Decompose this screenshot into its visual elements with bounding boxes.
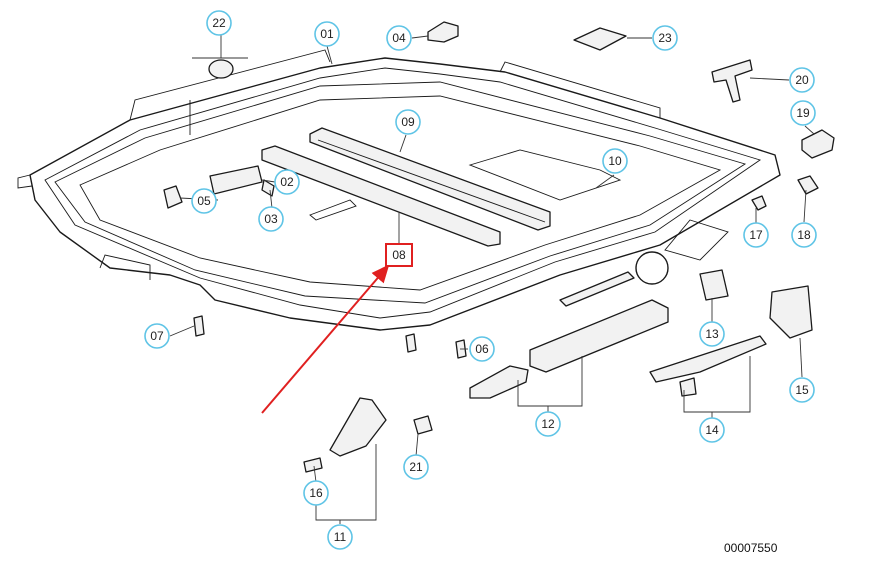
callout-18[interactable]: 18 xyxy=(791,222,817,248)
callout-22[interactable]: 22 xyxy=(206,10,232,36)
callout-13-label: 13 xyxy=(705,327,719,341)
document-number: 00007550 xyxy=(724,541,778,555)
callout-06-label: 06 xyxy=(475,342,489,356)
callout-21-label: 21 xyxy=(409,460,423,474)
callout-07[interactable]: 07 xyxy=(144,323,170,349)
callout-16-label: 16 xyxy=(309,486,323,500)
callout-17[interactable]: 17 xyxy=(743,222,769,248)
callout-11[interactable]: 11 xyxy=(327,524,353,550)
callout-06[interactable]: 06 xyxy=(469,336,495,362)
callout-22-label: 22 xyxy=(212,16,226,30)
callout-18-label: 18 xyxy=(797,228,811,242)
callout-19-label: 19 xyxy=(796,106,810,120)
small-parts xyxy=(163,21,835,473)
callout-01-label: 01 xyxy=(320,27,334,41)
callout-10-label: 10 xyxy=(608,154,622,168)
callout-08-label: 08 xyxy=(392,248,406,262)
callout-05-label: 05 xyxy=(197,194,211,208)
callout-15[interactable]: 15 xyxy=(789,377,815,403)
callout-12-label: 12 xyxy=(541,417,555,431)
callout-20[interactable]: 20 xyxy=(789,67,815,93)
callout-16[interactable]: 16 xyxy=(303,480,329,506)
callout-03[interactable]: 03 xyxy=(258,206,284,232)
callout-23-label: 23 xyxy=(658,31,672,45)
leader-lines xyxy=(169,35,815,524)
callout-21[interactable]: 21 xyxy=(403,454,429,480)
callout-11-label: 11 xyxy=(334,530,347,544)
callout-04[interactable]: 04 xyxy=(386,25,412,51)
callout-12[interactable]: 12 xyxy=(535,411,561,437)
highlight-arrow xyxy=(261,264,390,414)
callout-05[interactable]: 05 xyxy=(191,188,217,214)
callout-09[interactable]: 09 xyxy=(395,109,421,135)
callout-17-label: 17 xyxy=(749,228,763,242)
sunroof-frame xyxy=(17,49,781,331)
callout-07-label: 07 xyxy=(150,329,164,343)
callout-15-label: 15 xyxy=(795,383,809,397)
callout-08[interactable]: 08 xyxy=(385,243,413,267)
callout-01[interactable]: 01 xyxy=(314,21,340,47)
callout-02[interactable]: 02 xyxy=(274,169,300,195)
callout-14[interactable]: 14 xyxy=(699,417,725,443)
callout-10[interactable]: 10 xyxy=(602,148,628,174)
callout-09-label: 09 xyxy=(401,115,415,129)
callout-23[interactable]: 23 xyxy=(652,25,678,51)
callout-20-label: 20 xyxy=(795,73,809,87)
callout-19[interactable]: 19 xyxy=(790,100,816,126)
callout-13[interactable]: 13 xyxy=(699,321,725,347)
callout-02-label: 02 xyxy=(280,175,294,189)
callout-03-label: 03 xyxy=(264,212,278,226)
callout-14-label: 14 xyxy=(705,423,719,437)
callout-04-label: 04 xyxy=(392,31,406,45)
rail-assembly xyxy=(261,127,551,247)
